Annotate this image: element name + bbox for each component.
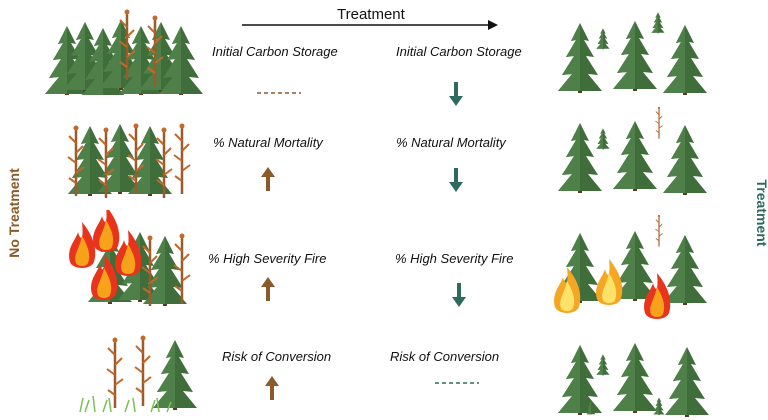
no-treatment-conversion-illustration [79, 334, 197, 413]
no-treatment-mortality-illustration [66, 122, 192, 200]
treatment-conversion-illustration [558, 343, 709, 417]
no-treatment-carbon-no-change-icon [257, 92, 301, 94]
no-treatment-high-severity-fire-illustration [69, 210, 192, 308]
treatment-low-severity-fire-illustration [554, 215, 707, 319]
treatment-carbon-storage-label: Initial Carbon Storage [396, 44, 522, 59]
fire-icon [69, 222, 96, 268]
no-treatment-dense-forest-illustration [45, 8, 203, 95]
treatment-initial-forest-illustration [558, 12, 707, 95]
treatment-fire-label: % High Severity Fire [395, 251, 514, 266]
treatment-carbon-down-arrow-icon [449, 82, 463, 106]
no-treatment-label: No Treatment [6, 168, 22, 258]
treatment-mortality-down-arrow-icon [449, 168, 463, 192]
treatment-side-label: Treatment [754, 179, 768, 247]
treatment-fire-down-arrow-icon [452, 283, 466, 307]
no-treatment-fire-label: % High Severity Fire [208, 251, 327, 266]
treatment-header: Treatment [337, 6, 405, 23]
no-treatment-mortality-up-arrow-icon [261, 167, 275, 191]
treatment-mortality-illustration [558, 106, 707, 195]
no-treatment-conversion-label: Risk of Conversion [222, 349, 332, 364]
treatment-conversion-no-change-icon [435, 382, 479, 384]
no-treatment-carbon-storage-label: Initial Carbon Storage [212, 44, 338, 59]
no-treatment-fire-up-arrow-icon [261, 277, 275, 301]
treatment-mortality-label: % Natural Mortality [396, 135, 506, 150]
no-treatment-conversion-up-arrow-icon [265, 376, 279, 400]
no-treatment-mortality-label: % Natural Mortality [213, 135, 323, 150]
treatment-direction-arrow [242, 20, 498, 30]
treatment-conversion-label: Risk of Conversion [390, 349, 500, 364]
